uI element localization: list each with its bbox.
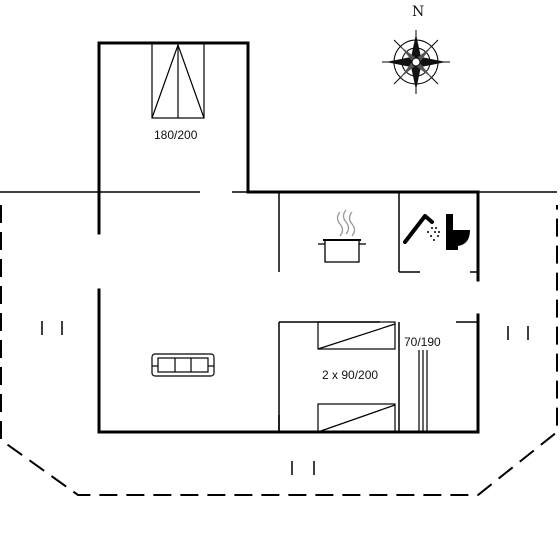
twin-beds-icon — [317, 321, 396, 433]
single-bed-icon — [418, 350, 428, 432]
north-label: N — [412, 4, 424, 20]
cooking-pot-icon — [318, 209, 366, 263]
bed-label-70-190: 70/190 — [404, 335, 441, 349]
toilet-icon — [446, 214, 470, 250]
compass-rose-icon — [382, 30, 450, 94]
shower-icon — [403, 214, 440, 244]
bed-label-2x90-200: 2 x 90/200 — [322, 368, 378, 382]
bed-label-180-200: 180/200 — [154, 128, 198, 142]
sofa-icon — [151, 353, 215, 377]
terrace-outline — [0, 205, 558, 496]
outer-walls — [97, 41, 480, 434]
terrace-markers — [41, 321, 529, 475]
double-bed-icon — [151, 42, 205, 119]
